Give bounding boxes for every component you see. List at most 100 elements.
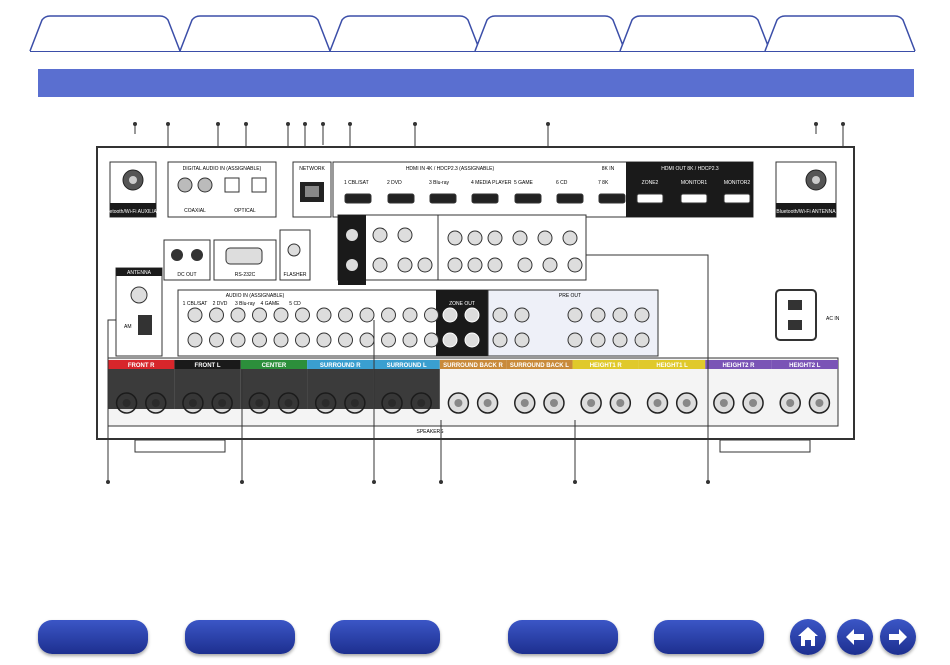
rca-jack	[542, 257, 558, 273]
rca-jack	[381, 332, 396, 348]
rca-jack	[252, 307, 267, 323]
rear-panel-diagram: Bluetooth/Wi-Fi AUXILIARY DIGITAL AUDIO …	[0, 120, 950, 490]
preout-rca-jack	[634, 307, 650, 323]
rca-jack	[447, 230, 463, 246]
rca-jack	[467, 257, 483, 273]
speaker-section: HEIGHT2 R	[705, 360, 772, 414]
ac-in-label: AC IN	[826, 316, 840, 322]
rca-jack	[187, 332, 203, 348]
rca-jack	[424, 307, 439, 323]
hdmi-input-label: 4 MEDIA PLAYER	[471, 180, 512, 186]
rca-jack	[402, 332, 418, 348]
hdmi-port	[680, 193, 708, 204]
bt-aux-label: Bluetooth/Wi-Fi AUXILIARY	[102, 209, 164, 215]
hdmi-out-label: HDMI OUT 8K / HDCP2.3	[661, 166, 719, 172]
rca-jack	[273, 307, 289, 323]
chapter-tabs	[0, 0, 950, 60]
speaker-section-label: SURROUND R	[320, 363, 361, 369]
rca-jack	[567, 257, 583, 273]
hdmi-port	[387, 193, 415, 204]
home-button[interactable]	[790, 619, 826, 655]
speaker-section-label: FRONT L	[195, 363, 221, 369]
speaker-section: SURROUND BACK R	[439, 360, 507, 414]
back-button[interactable]	[837, 619, 873, 655]
coaxial-label: COAXIAL	[184, 208, 206, 214]
back-arrow-icon	[846, 629, 864, 645]
audio-in-channel-label: 1 CBL/SAT	[183, 301, 208, 307]
preout-title: PRE OUT	[559, 293, 581, 299]
rca-jack	[372, 227, 388, 243]
nav-button-2[interactable]	[185, 620, 295, 654]
speaker-section-bg	[108, 369, 175, 409]
preout-rca-jack	[612, 307, 628, 323]
rca-jack	[187, 307, 203, 323]
rca-jack	[230, 332, 246, 348]
speaker-section-label: SURROUND L	[387, 363, 427, 369]
rca-jack	[338, 332, 353, 348]
flasher-label: FLASHER	[283, 272, 306, 278]
nav-button-1[interactable]	[38, 620, 148, 654]
rca-jack	[537, 230, 553, 246]
bt-antenna-label: Bluetooth/Wi-Fi ANTENNA	[776, 209, 836, 215]
rca-jack	[562, 230, 578, 246]
nav-button-5[interactable]	[654, 620, 764, 654]
audio-in-channel-label: 3 Blu-ray	[235, 301, 256, 307]
foot-right	[719, 439, 811, 453]
hdmi-block: HDMI IN 4K / HDCP2.3 (ASSIGNABLE) 8K IN …	[332, 161, 754, 218]
rca-jack	[397, 257, 413, 273]
chapter-tab-5[interactable]	[619, 15, 771, 52]
hdmi-output-label: ZONE2	[642, 180, 659, 186]
chapter-tab-1[interactable]	[29, 15, 181, 52]
rca-jack	[359, 307, 375, 323]
speaker-section-label: HEIGHT1 L	[656, 363, 688, 369]
hdmi-8k-label: 7 8K	[598, 180, 609, 186]
audio-in-channel-label: 4 GAME	[261, 301, 281, 307]
rca-jack	[295, 307, 310, 323]
preout-rca-jack	[492, 307, 508, 323]
speaker-section-bg	[373, 369, 440, 409]
preout-rca-jack	[492, 332, 508, 348]
rca-jack	[316, 307, 332, 323]
section-title-bar	[38, 69, 914, 97]
optical-label: OPTICAL	[234, 208, 256, 214]
speaker-section: FRONT R	[108, 360, 175, 414]
rca-jack	[252, 332, 267, 348]
speaker-section-label: HEIGHT2 L	[789, 363, 821, 369]
preout-rca-jack	[590, 332, 606, 348]
hdmi-port	[636, 193, 664, 204]
callout-dots-top	[133, 122, 845, 126]
audio-in-channel-label: 5 CD	[289, 301, 301, 307]
rca-jack	[295, 332, 310, 348]
chapter-tab-4[interactable]	[474, 15, 626, 52]
network-port: NETWORK	[292, 161, 332, 218]
bt-aux-antenna: Bluetooth/Wi-Fi AUXILIARY	[102, 161, 164, 218]
control-ports: DC OUT RS-232C FLASHER	[163, 229, 311, 281]
rca-jack	[209, 307, 224, 323]
speakers-label: SPEAKERS	[417, 429, 445, 435]
rca-jack	[517, 257, 533, 273]
speaker-section: FRONT L	[174, 360, 241, 414]
hdmi-output-label: MONITOR2	[724, 180, 751, 186]
forward-button[interactable]	[880, 619, 916, 655]
callout-dots-bottom	[106, 480, 710, 484]
hdmi-port	[429, 193, 457, 204]
nav-button-4[interactable]	[508, 620, 618, 654]
preout-rca-jack	[567, 332, 583, 348]
chapter-tab-6[interactable]	[764, 15, 916, 52]
rca-jack	[230, 307, 246, 323]
rca-jack	[424, 332, 439, 348]
nav-button-3[interactable]	[330, 620, 440, 654]
hdmi-port	[514, 193, 542, 204]
chapter-tab-3[interactable]	[329, 15, 481, 52]
digital-audio-in: DIGITAL AUDIO IN (ASSIGNABLE) COAXIAL OP…	[167, 161, 277, 218]
hdmi-input-label: 3 Blu-ray	[429, 180, 450, 186]
fm-am-antenna: ANTENNA AM	[115, 267, 163, 357]
dc-out-label: DC OUT	[177, 272, 196, 278]
foot-left	[134, 439, 226, 453]
chapter-tab-2[interactable]	[179, 15, 331, 52]
am-label: AM	[124, 324, 132, 330]
preout-rca-jack	[612, 332, 628, 348]
hdmi-input-label: 2 DVD	[387, 180, 402, 186]
